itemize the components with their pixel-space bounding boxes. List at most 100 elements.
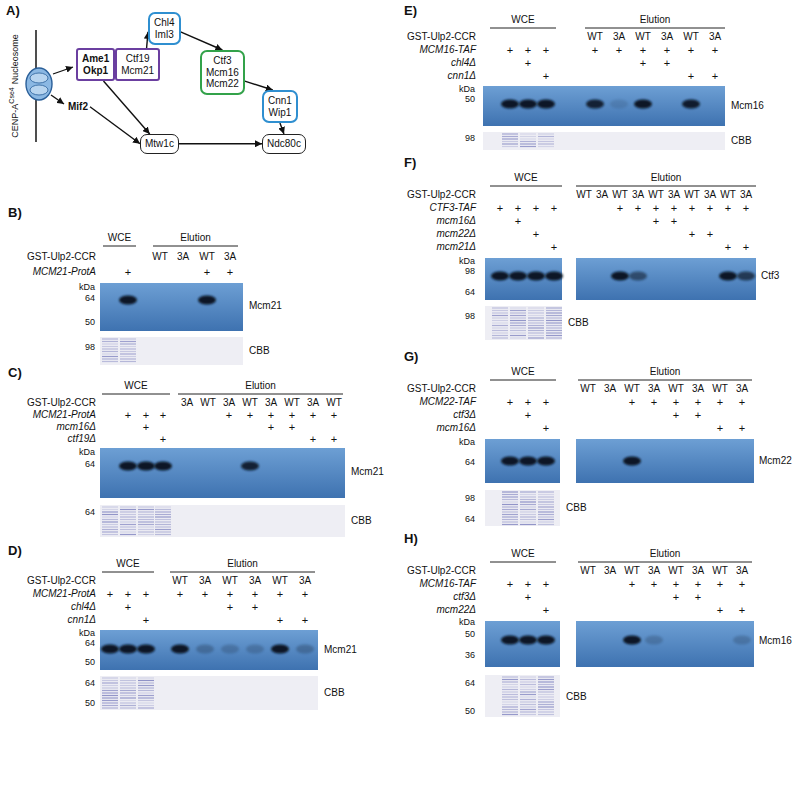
plus-mark: + (204, 267, 210, 278)
protein-label: Mcm21 (324, 645, 357, 655)
gel-band (546, 335, 562, 336)
gel-band (502, 143, 518, 144)
header-rule (153, 246, 238, 247)
plus-mark: + (507, 45, 513, 56)
header-rule (170, 572, 315, 573)
protein-band (119, 462, 137, 471)
gel-band (138, 690, 154, 691)
lane-label: 3A (223, 398, 235, 408)
gel-band (120, 702, 136, 703)
marker-size: 64 (85, 639, 95, 648)
gel-band (538, 146, 554, 147)
gel-band (155, 509, 171, 510)
plus-mark: + (160, 410, 166, 421)
gel-band (492, 310, 508, 311)
gel-band (102, 692, 118, 693)
protein-band (501, 457, 519, 466)
row-label: GST-Ulp2-CCR (27, 252, 96, 262)
gel-band (502, 511, 518, 512)
gel-band (538, 694, 554, 695)
header-rule (490, 380, 556, 381)
row-label: GST-Ulp2-CCR (27, 398, 96, 408)
plus-mark: + (289, 410, 295, 421)
gel-band (120, 685, 136, 686)
kda-unit: kDa (79, 629, 95, 638)
gel-band (546, 310, 562, 311)
nucleosome-arrow (51, 95, 64, 104)
plus-mark: + (143, 422, 149, 433)
gel-band (492, 312, 508, 313)
plus-mark: + (525, 592, 531, 603)
gel-band (138, 700, 154, 701)
column-header: Elution (651, 173, 682, 183)
protein-band (196, 645, 214, 654)
lane-label: 3A (249, 576, 261, 586)
gel-band (546, 312, 562, 313)
gel-band (546, 325, 562, 326)
gel-band (520, 684, 536, 685)
protein-band (137, 462, 155, 471)
gel-band (538, 691, 554, 692)
lane-label: WT (576, 190, 592, 200)
plus-mark: + (310, 434, 316, 445)
gel-band (538, 704, 554, 705)
header-rule (490, 562, 556, 563)
plus-mark: + (252, 602, 258, 613)
panel-letter: H) (404, 532, 418, 545)
complex-box: Ndc80c (262, 134, 306, 154)
lane-label: WT (200, 398, 216, 408)
gel-band (502, 501, 518, 502)
stain-label: CBB (568, 318, 589, 328)
stain-label: CBB (324, 688, 345, 698)
plus-mark: + (695, 410, 701, 421)
western-blot (100, 448, 345, 498)
lane-label: WT (172, 576, 188, 586)
gel-band (538, 509, 554, 510)
plus-mark: + (268, 422, 274, 433)
gel-band (538, 524, 554, 525)
gel-band (102, 707, 118, 708)
gel-band (528, 307, 544, 308)
gel-band (155, 531, 171, 532)
plus-mark: + (739, 579, 745, 590)
plus-mark: + (739, 423, 745, 434)
protein-complex-box: Ctf3 Mcm16 Mcm22 (200, 50, 245, 95)
gel-band (528, 330, 544, 331)
lane-label: WT (668, 566, 684, 576)
plus-mark: + (277, 615, 283, 626)
protein-band (119, 296, 137, 305)
gel-band (502, 691, 518, 692)
gel-band (120, 529, 136, 530)
protein-band (491, 272, 509, 281)
protein-band (634, 100, 652, 109)
marker-size: 64 (465, 679, 475, 688)
lane-label: 3A (704, 190, 716, 200)
gel-band (538, 141, 554, 142)
gel-band (120, 351, 136, 352)
marker-size: 98 (85, 343, 95, 352)
panel-letter: G) (404, 350, 418, 363)
plus-mark: + (671, 203, 677, 214)
gel-band (102, 531, 118, 532)
marker-size: 50 (85, 658, 95, 667)
gel-band (538, 501, 554, 502)
gel-band (102, 506, 118, 507)
gel-band (138, 509, 154, 510)
gel-band (538, 684, 554, 685)
gel-band (510, 322, 526, 323)
gel-band (538, 138, 554, 139)
marker-size: 50 (85, 699, 95, 708)
gel-band (102, 677, 118, 678)
plus-mark: + (543, 605, 549, 616)
plus-mark: + (673, 397, 679, 408)
gel-band (492, 327, 508, 328)
gel-band (102, 702, 118, 703)
lane-label: WT (199, 252, 215, 262)
plus-mark: + (525, 45, 531, 56)
lane-label: 3A (307, 398, 319, 408)
rotated-label-group: CENP-ACse4Nucleosome (8, 34, 20, 137)
plus-mark: + (177, 589, 183, 600)
nucleosome-label: Nucleosome (10, 34, 20, 84)
gel-band (538, 491, 554, 492)
gel-band (502, 499, 518, 500)
